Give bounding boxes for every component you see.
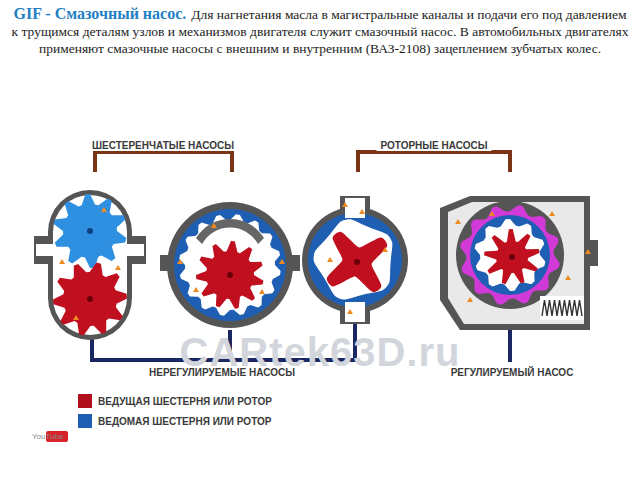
drawing-stroke — [327, 232, 387, 292]
drawing-stroke — [467, 297, 473, 302]
drawing-stroke — [160, 255, 176, 271]
drawing-stroke — [359, 209, 365, 214]
drawing-stroke — [509, 254, 515, 260]
drawing-stroke — [314, 219, 393, 299]
drawing-stroke — [179, 214, 280, 315]
drawing-stroke — [327, 257, 333, 262]
drawing-stroke — [484, 229, 540, 284]
drawing-stroke — [549, 211, 555, 216]
drawing-stroke — [540, 296, 584, 320]
drawing-stroke — [196, 241, 264, 309]
watermark: YouTube — [28, 432, 67, 441]
drawing-stroke — [448, 202, 584, 324]
group-label: ШЕСТЕРЕНЧАТЫЕ НАСОСЫ — [88, 140, 238, 151]
drawing-stroke — [196, 219, 264, 244]
drawing-stroke — [460, 205, 559, 304]
drawing-stroke — [489, 211, 495, 216]
drawing-stroke — [95, 152, 232, 172]
drawing-stroke — [347, 309, 353, 314]
group-label: РОТОРНЫЕ НАСОСЫ — [376, 140, 491, 151]
drawing-stroke — [126, 244, 144, 256]
drawing-stroke — [193, 287, 199, 292]
heading-block: GIF - Смазочный насос.Для нагнетания мас… — [10, 4, 630, 58]
legend-swatch — [78, 394, 92, 408]
drawing-stroke — [470, 215, 550, 295]
drawing-stroke — [585, 249, 591, 254]
drawing-stroke — [342, 202, 348, 207]
drawing-stroke — [36, 244, 54, 256]
drawing-stroke — [73, 315, 79, 320]
drawing-stroke — [174, 209, 286, 321]
drawing-stroke — [211, 223, 217, 228]
drawing-stroke — [87, 228, 93, 234]
drawing-stroke — [167, 202, 293, 328]
legend-row: ВЕДОМАЯ ШЕСТЕРНЯ ИЛИ РОТОР — [78, 414, 271, 428]
drawing-stroke — [177, 259, 183, 264]
drawing-stroke — [284, 255, 300, 271]
drawing-stroke — [53, 263, 127, 336]
drawing-stroke — [259, 289, 265, 294]
drawing-stroke — [565, 275, 571, 280]
drawing-stroke — [455, 219, 461, 224]
drawing-stroke — [358, 152, 510, 172]
watermark: CARtek63D.ru — [176, 330, 465, 375]
drawing-stroke — [475, 219, 546, 291]
drawing-stroke — [54, 194, 127, 268]
title: GIF - Смазочный насос. — [13, 5, 186, 22]
drawing-stroke — [345, 302, 365, 322]
drawing-stroke — [302, 207, 408, 313]
drawing-stroke — [440, 196, 590, 330]
drawing-stroke — [354, 259, 360, 265]
drawing-stroke — [227, 272, 233, 278]
drawing-stroke — [308, 213, 402, 307]
drawing-stroke — [59, 259, 65, 264]
drawing-stroke — [456, 201, 564, 309]
legend-text: ВЕДУЩАЯ ШЕСТЕРНЯ ИЛИ РОТОР — [98, 396, 272, 407]
legend-row: ВЕДУЩАЯ ШЕСТЕРНЯ ИЛИ РОТОР — [78, 394, 272, 408]
group-label: РЕГУЛИРУЕМЫЙ НАСОС — [447, 367, 578, 378]
drawing-stroke — [87, 296, 93, 302]
drawing-stroke — [101, 207, 107, 212]
drawing-stroke — [48, 190, 132, 340]
drawing-stroke — [382, 247, 388, 252]
drawing-stroke — [53, 195, 127, 335]
drawing-stroke — [345, 198, 365, 218]
drawing-stroke — [115, 265, 121, 270]
legend-text: ВЕДОМАЯ ШЕСТЕРНЯ ИЛИ РОТОР — [98, 416, 271, 427]
legend-swatch — [78, 414, 92, 428]
drawing-stroke — [279, 259, 285, 264]
drawing-stroke — [542, 300, 582, 316]
